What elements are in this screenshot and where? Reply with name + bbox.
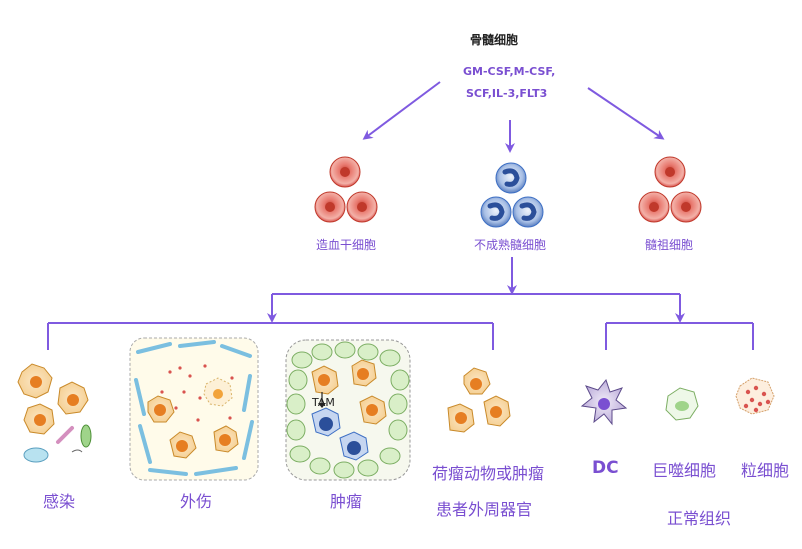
tumor-illustration <box>285 339 411 481</box>
granulocyte-label: 粒细胞 <box>741 461 790 480</box>
hsc-label: 造血干细胞 <box>316 238 377 252</box>
tam-label: TAM <box>312 396 335 409</box>
trauma-illustration <box>129 337 259 481</box>
trauma-label: 外伤 <box>180 492 213 511</box>
tumor-label: 肿瘤 <box>330 492 363 511</box>
normal-tissue-label: 正常组织 <box>667 509 732 528</box>
arrow-to-hsc <box>362 81 441 140</box>
granulocyte-illustration <box>735 377 775 415</box>
tumor-bearing-label-2: 患者外周器官 <box>436 500 533 519</box>
macrophage-label: 巨噬细胞 <box>652 461 717 480</box>
infection-label: 感染 <box>43 492 76 511</box>
tumor-bearing-illustration <box>447 367 511 433</box>
infection-illustration <box>17 363 92 463</box>
tumor-bearing-label-1: 荷瘤动物或肿瘤 <box>432 464 545 483</box>
dc-label: DC <box>592 458 619 478</box>
dc-illustration <box>580 378 628 426</box>
cytokines-line-2: SCF,IL-3,FLT3 <box>466 87 548 100</box>
hsc-cluster <box>314 156 378 223</box>
top-arrows <box>362 81 665 153</box>
immature-myeloid-label: 不成熟髓细胞 <box>474 238 547 252</box>
bone-marrow-cell-title: 骨髓细胞 <box>470 33 519 47</box>
immature-myeloid-cluster <box>480 162 544 228</box>
branch-lines <box>47 257 754 350</box>
macrophage-illustration <box>665 387 699 421</box>
myeloid-progenitor-label: 髓祖细胞 <box>645 238 694 252</box>
arrow-to-myeloid-progenitor <box>587 87 665 140</box>
myeloid-progenitor-cluster <box>638 156 702 223</box>
cytokines-line-1: GM-CSF,M-CSF, <box>463 65 556 78</box>
